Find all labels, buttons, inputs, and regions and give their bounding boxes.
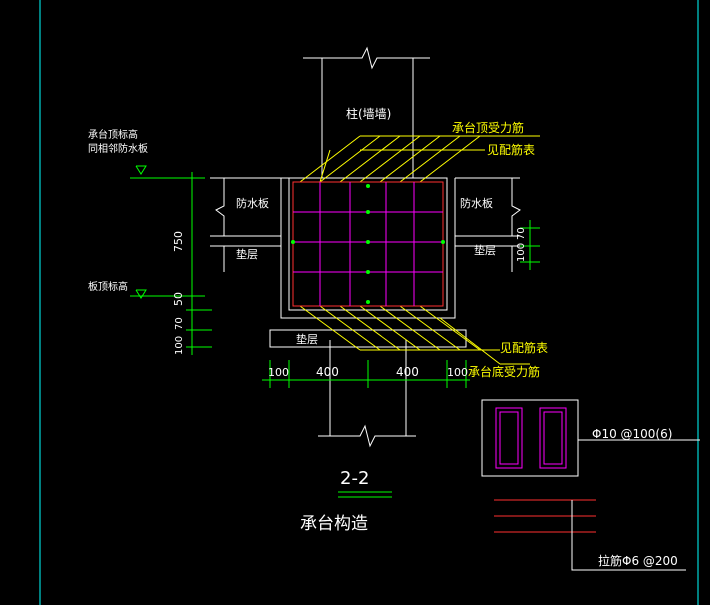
dim-bottom-400-right: 400 [396,365,419,379]
rebar-dots [291,184,445,304]
dim-right-100: 100 [516,243,527,262]
tie-bar-spec-label: 拉筋Φ6 @200 [598,553,678,568]
stirrup-detail [481,399,700,477]
stirrup-spec-label: Φ10 @100(6) [592,427,672,441]
top-bar-leaders [299,135,540,183]
cushion-bottom-label: 垫层 [296,332,318,346]
drawing-frame [39,0,699,605]
drawing-title: 承台构造 [300,514,368,534]
cap-top-elevation-line1: 承台顶标高 [88,128,138,141]
column-label: 柱(墙墙) [346,106,391,121]
right-dimension-chain [520,220,540,270]
pile-outline [318,340,416,448]
waterproof-slab-left-label: 防水板 [236,196,269,210]
dim-left-750: 750 [172,231,185,252]
left-dimension-chain [130,165,212,355]
bottom-bar-leaders [299,305,530,365]
dim-bottom-100-left: 100 [268,366,289,379]
waterproof-slab-lines [210,177,521,272]
pile-cap-top-bar-label: 承台顶受力筋 [452,120,524,135]
cap-top-elevation-line2: 同相邻防水板 [88,142,148,155]
see-bar-table-top-label: 见配筋表 [487,142,535,157]
slab-top-elevation-label: 板顶标高 [88,280,128,293]
pile-cap-bottom-bar-label: 承台底受力筋 [468,364,540,379]
pile-cap-outline [269,177,467,348]
cushion-left-label: 垫层 [236,247,258,261]
dim-bottom-400-left: 400 [316,365,339,379]
cushion-right-label: 垫层 [474,243,496,257]
dim-left-70: 70 [174,317,185,330]
waterproof-slab-right-label: 防水板 [460,196,493,210]
see-bar-table-bottom-label: 见配筋表 [500,340,548,355]
bottom-dimension-chain [262,360,470,388]
dim-bottom-100-right: 100 [447,366,468,379]
column-outline [303,46,430,178]
dim-left-100: 100 [174,336,185,355]
section-mark: 2-2 [340,468,369,489]
dim-left-50: 50 [172,292,185,306]
tie-bar-detail [494,499,686,571]
section-mark-underline [338,491,392,498]
dim-right-70: 70 [516,227,527,240]
